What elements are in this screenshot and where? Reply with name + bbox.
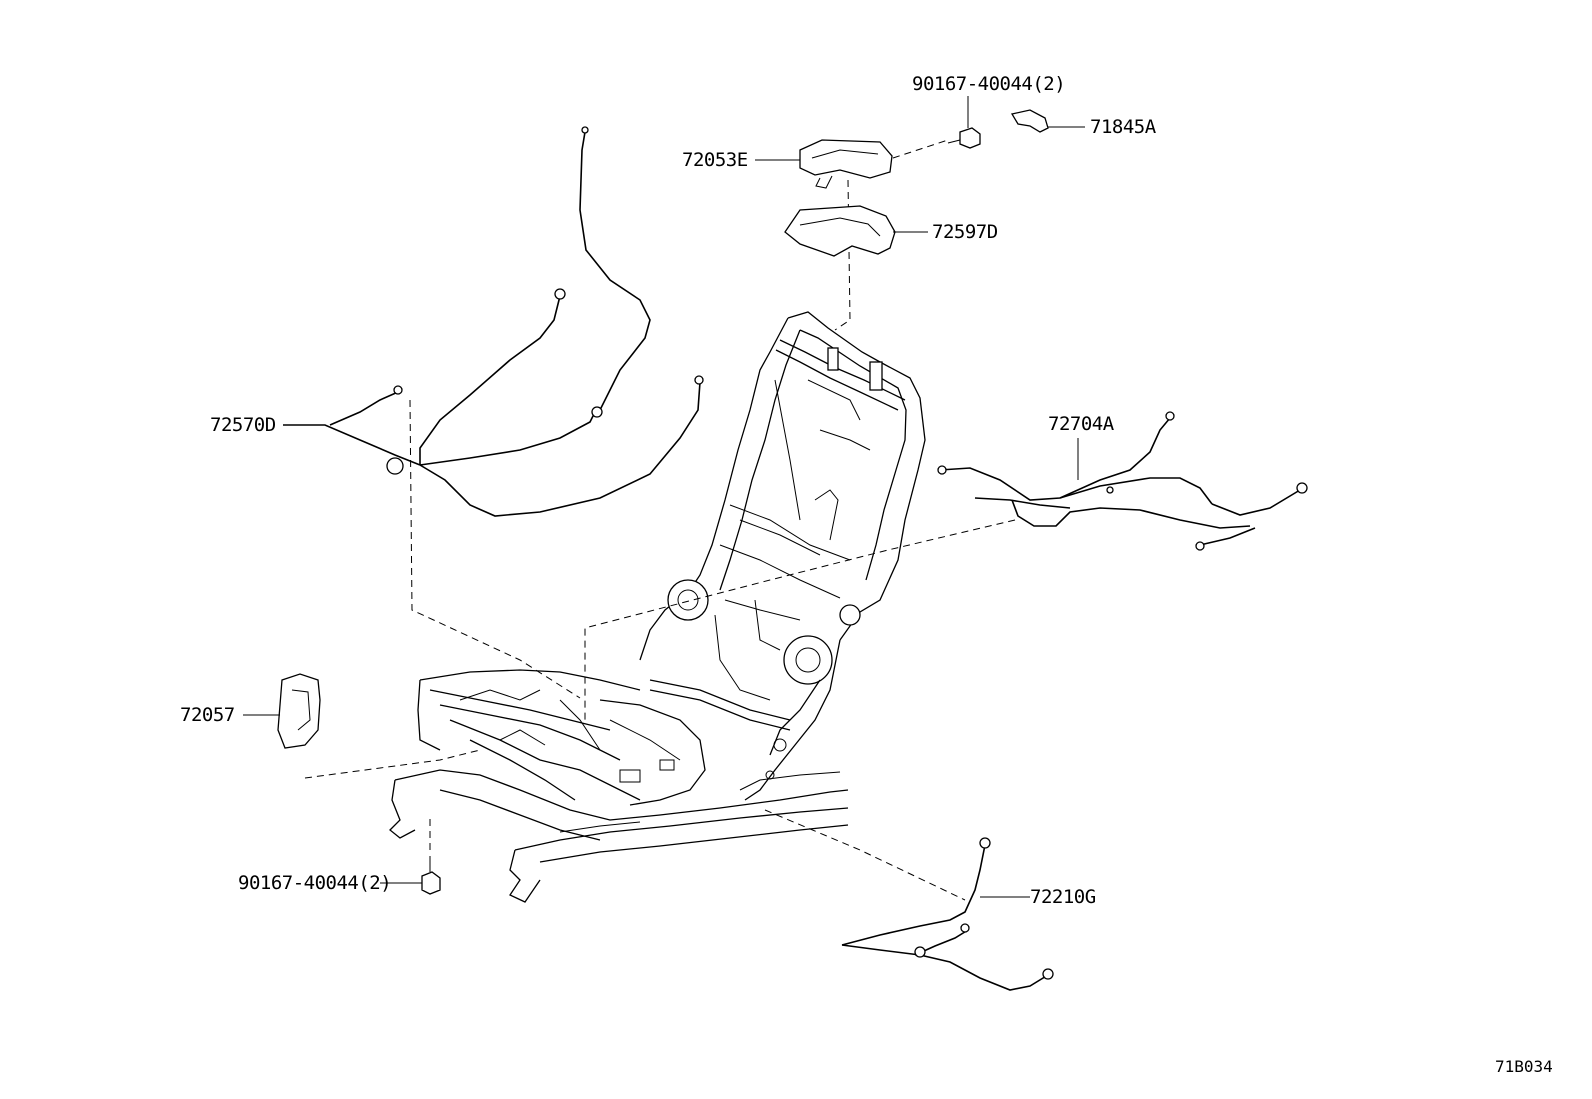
diagram-code: 71B034: [1495, 1057, 1553, 1076]
label-bolt-bottom: 90167-40044(2): [238, 872, 391, 894]
assembly-lines: [304, 139, 1016, 901]
cover-72597d[interactable]: [784, 205, 928, 257]
cable-72704a[interactable]: [937, 411, 1308, 551]
bolt-top[interactable]: [947, 96, 981, 149]
label-bolt-top: 90167-40044(2): [912, 73, 1065, 95]
label-72597d: 72597D: [932, 221, 998, 243]
label-72570d: 72570D: [210, 414, 276, 436]
handle-72053e[interactable]: [755, 139, 893, 189]
label-72210g: 72210G: [1030, 886, 1096, 908]
label-72704a: 72704A: [1048, 413, 1115, 435]
cable-72210g[interactable]: [841, 837, 1054, 991]
seat-frame: [389, 311, 926, 903]
cable-72570d[interactable]: [283, 126, 704, 517]
cover-71845a[interactable]: [1010, 109, 1085, 133]
label-71845a: 71845A: [1090, 116, 1157, 138]
cover-72057[interactable]: [243, 673, 321, 749]
label-72057: 72057: [180, 704, 235, 726]
bolt-bottom[interactable]: [380, 856, 441, 895]
label-72053e: 72053E: [682, 149, 748, 171]
